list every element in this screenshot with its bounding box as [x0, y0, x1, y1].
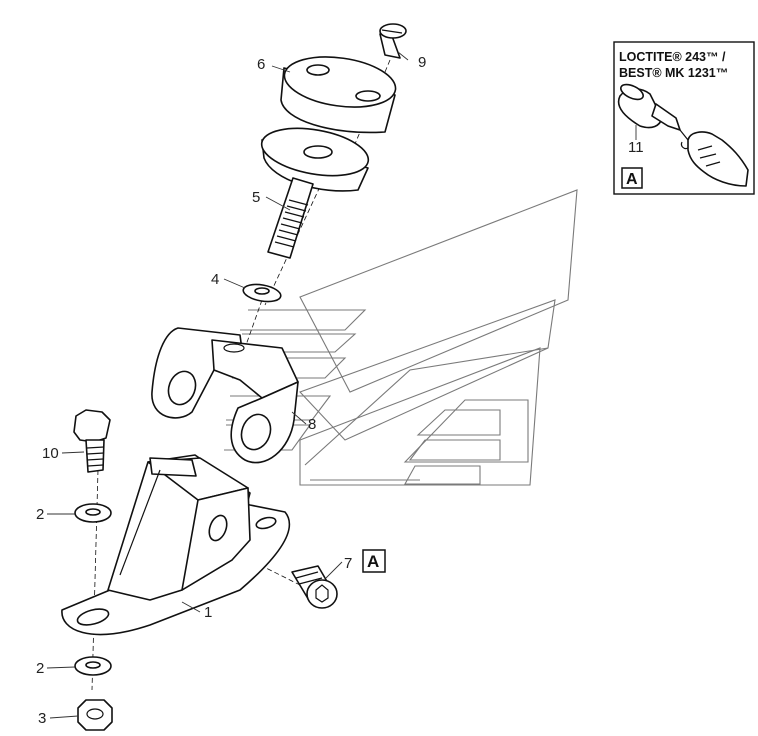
- background-graphic: [224, 189, 578, 486]
- flat-head-screw-part-9: [379, 23, 407, 59]
- label-part-4: 4: [211, 271, 219, 288]
- adhesive-line-2: BEST® MK 1231™: [619, 66, 728, 80]
- threaded-stud-part-5: [267, 177, 314, 259]
- callout-box-a: A: [362, 549, 386, 573]
- main-bracket-part-1: [61, 454, 291, 636]
- part-labels: 6 9 5 4 8 10 2 1 2 3 7: [36, 54, 426, 727]
- inset-callout-a: A: [626, 171, 638, 188]
- label-part-2-upper: 2: [36, 506, 44, 523]
- adhesive-bottle-icon: [617, 83, 689, 150]
- label-part-11: 11: [628, 139, 644, 156]
- leader-lines: [46, 51, 409, 719]
- adhesive-line-1: LOCTITE® 243™ /: [619, 50, 726, 64]
- label-part-7: 7: [344, 555, 352, 572]
- label-part-8: 8: [308, 416, 316, 433]
- hand-icon: [687, 131, 749, 187]
- svg-text:A: A: [367, 552, 379, 571]
- socket-cap-screw-part-7: [291, 565, 338, 609]
- adhesive-inset: LOCTITE® 243™ / BEST® MK 1231™ 11 A: [613, 41, 755, 195]
- label-part-5: 5: [252, 189, 260, 206]
- label-part-3: 3: [38, 710, 46, 727]
- washer-part-2-lower: [74, 656, 112, 676]
- washer-part-2-upper: [74, 503, 112, 523]
- label-part-9: 9: [418, 54, 426, 71]
- u-bracket-part-8: [151, 327, 299, 464]
- label-part-10: 10: [42, 445, 59, 462]
- label-part-1: 1: [204, 604, 212, 621]
- label-part-6: 6: [257, 56, 265, 73]
- hex-nut-part-3: [77, 699, 113, 731]
- rubber-bushing-part-6: [280, 56, 397, 134]
- washer-part-4: [242, 283, 282, 303]
- label-part-2-lower: 2: [36, 660, 44, 677]
- hex-bolt-part-10: [73, 409, 111, 473]
- bushing-disk-part-5: [260, 127, 370, 192]
